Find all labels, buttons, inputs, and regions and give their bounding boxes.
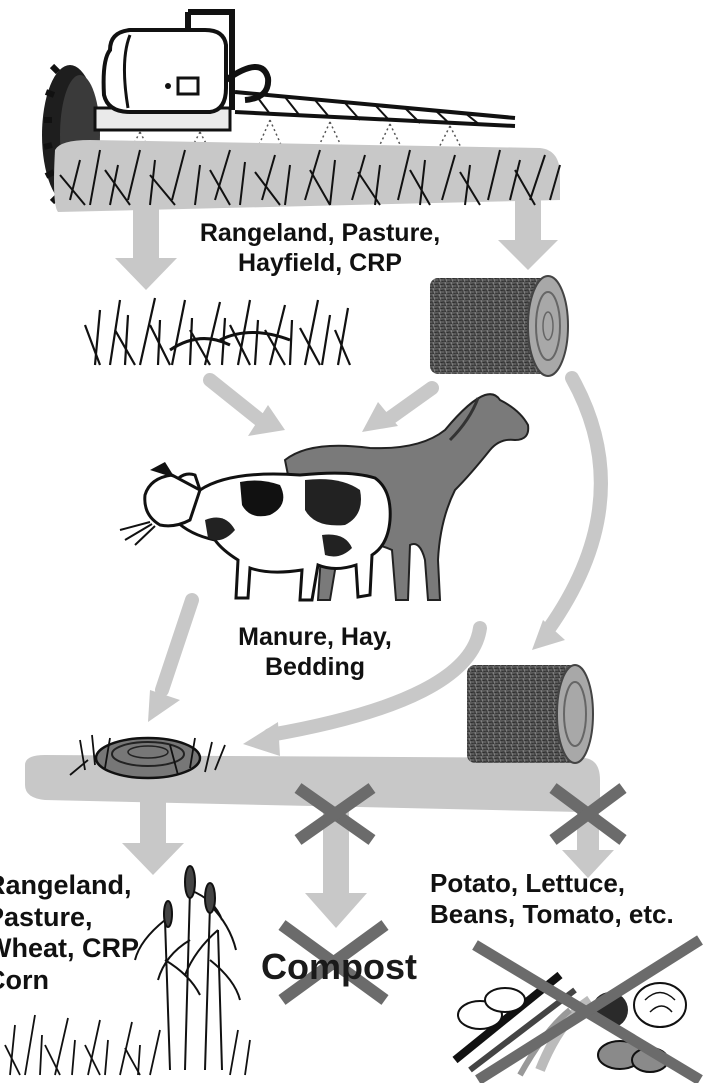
label-safe-crops-line-2: Pasture,: [0, 902, 139, 934]
label-sensitive-crops-line-1: Potato, Lettuce,: [430, 868, 674, 899]
label-safe-crops-line-3: Wheat, CRP: [0, 933, 139, 965]
label-manure-line-2: Bedding: [205, 652, 425, 682]
label-safe-crops: Rangeland, Pasture, Wheat, CRP Corn: [0, 870, 139, 996]
cow-icon: [120, 462, 390, 600]
label-safe-crops-line-1: Rangeland,: [0, 870, 139, 902]
label-treated-fields-line-2: Hayfield, CRP: [150, 248, 490, 278]
hay-bale-icon: [430, 276, 568, 376]
grass-icon: [5, 1015, 250, 1075]
corn-plant-icon: [135, 866, 240, 1070]
label-sensitive-crops: Potato, Lettuce, Beans, Tomato, etc.: [430, 868, 674, 930]
grass-icon: [85, 298, 350, 365]
label-manure-line-1: Manure, Hay,: [205, 622, 425, 652]
label-compost: Compost: [244, 945, 434, 988]
label-manure-hay-bedding: Manure, Hay, Bedding: [205, 622, 425, 682]
label-treated-fields-line-1: Rangeland, Pasture,: [150, 218, 490, 248]
label-sensitive-crops-line-2: Beans, Tomato, etc.: [430, 899, 674, 930]
label-safe-crops-line-4: Corn: [0, 965, 139, 997]
label-treated-fields: Rangeland, Pasture, Hayfield, CRP: [150, 218, 490, 278]
hay-bale-icon: [467, 665, 593, 763]
